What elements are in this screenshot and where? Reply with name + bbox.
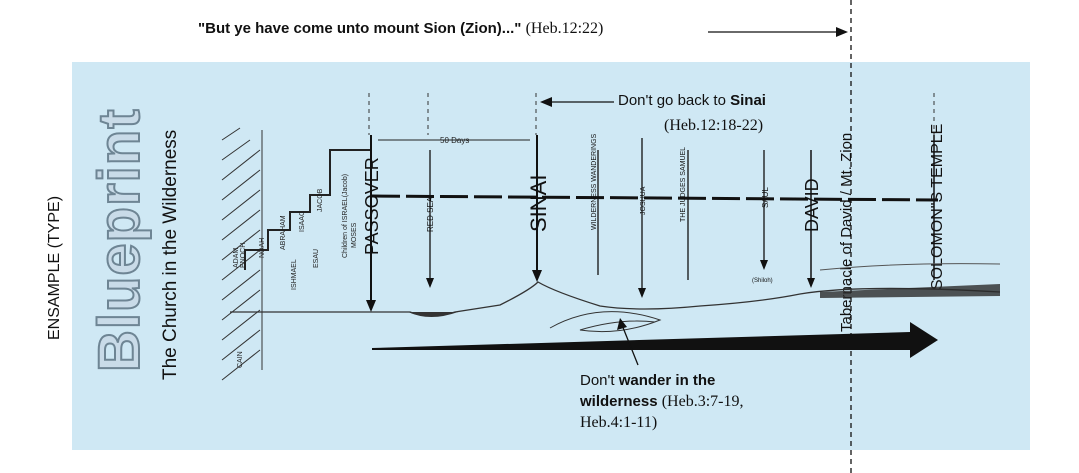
quote-text: "But ye have come unto mount Sion (Zion)…	[198, 20, 522, 37]
passover-label: PASSOVER	[362, 157, 382, 255]
cliff-hatching	[221, 127, 263, 381]
passover-arrowhead	[366, 300, 376, 312]
wander-note-prefix: Don't	[580, 372, 619, 389]
red-sea-shape	[408, 312, 458, 317]
joshua-label: JOSHUA	[640, 186, 647, 215]
joshua-arrowhead	[638, 288, 646, 298]
saul-arrowhead	[760, 260, 768, 270]
shiloh-label: (Shiloh)	[752, 278, 773, 284]
name-cain: CAIN	[237, 351, 244, 368]
name-esau: ESAU	[313, 249, 320, 268]
progress-arrow	[372, 322, 938, 358]
david-arrowhead	[807, 278, 815, 288]
name-enoch: ENOCH	[240, 243, 247, 268]
terrain-line	[230, 281, 1001, 317]
sinai-note-ref: (Heb.12:18-22)	[664, 117, 764, 134]
main-timeline	[371, 194, 939, 202]
hills-line	[819, 263, 1001, 271]
wander-note-ref2: Heb.4:1-11)	[580, 414, 658, 431]
red-sea-arrowhead	[426, 278, 434, 288]
top-quote: "But ye have come unto mount Sion (Zion)…	[198, 20, 603, 38]
wander-note-bold1: wander in the	[618, 372, 716, 389]
fifty-days-label: 50 Days	[440, 136, 469, 145]
wander-note-arrowhead	[617, 318, 627, 330]
solomon-label: SOLOMON"S TEMPLE	[929, 124, 946, 290]
judges-label: THE JUDGES SAMUEL	[680, 147, 687, 222]
name-moses: MOSES	[351, 222, 358, 248]
red-sea-label: RED SEA	[426, 196, 435, 232]
sinai-note-arrowhead	[540, 97, 552, 107]
name-isaac: ISAAC	[299, 211, 306, 232]
name-ishmael: ISHMAEL	[291, 259, 298, 290]
wilderness-label: WILDERNESS WANDERINGS	[591, 133, 598, 230]
name-adam: ADAM	[233, 248, 240, 268]
wander-note: Don't wander in the wilderness (Heb.3:7-…	[580, 370, 743, 433]
name-jacob: JACOB	[317, 188, 324, 212]
name-noah: NOAH	[259, 238, 266, 258]
sinai-note-bold: Sinai	[730, 92, 766, 109]
saul-label: SAUL	[761, 187, 770, 208]
sinai-note: Don't go back to Sinai	[618, 92, 766, 109]
wilderness-loop	[549, 311, 662, 333]
sinai-note-prefix: Don't go back to	[618, 92, 731, 109]
genealogy-steps	[244, 149, 372, 270]
david-label: DAVID	[802, 178, 822, 232]
name-abraham: ABRAHAM	[280, 215, 287, 250]
sinai-label: SINAI	[526, 175, 551, 232]
quote-reference: (Heb.12:22)	[525, 20, 604, 37]
diagram-panel	[72, 62, 1030, 450]
early-names: ADAM ENOCH NOAH ABRAHAM ISAAC ISHMAEL JA…	[233, 174, 358, 368]
wander-note-bold2: wilderness	[580, 393, 658, 410]
guide-lines	[368, 93, 935, 135]
quote-arrowhead	[836, 27, 848, 37]
wander-note-arrow	[621, 324, 639, 366]
name-children-of-israel: Children of ISRAEL(Jacob)	[342, 174, 349, 258]
sinai-arrowhead	[532, 270, 542, 282]
wander-note-ref1: (Heb.3:7-19,	[661, 393, 744, 410]
city-skyline	[820, 284, 1000, 298]
